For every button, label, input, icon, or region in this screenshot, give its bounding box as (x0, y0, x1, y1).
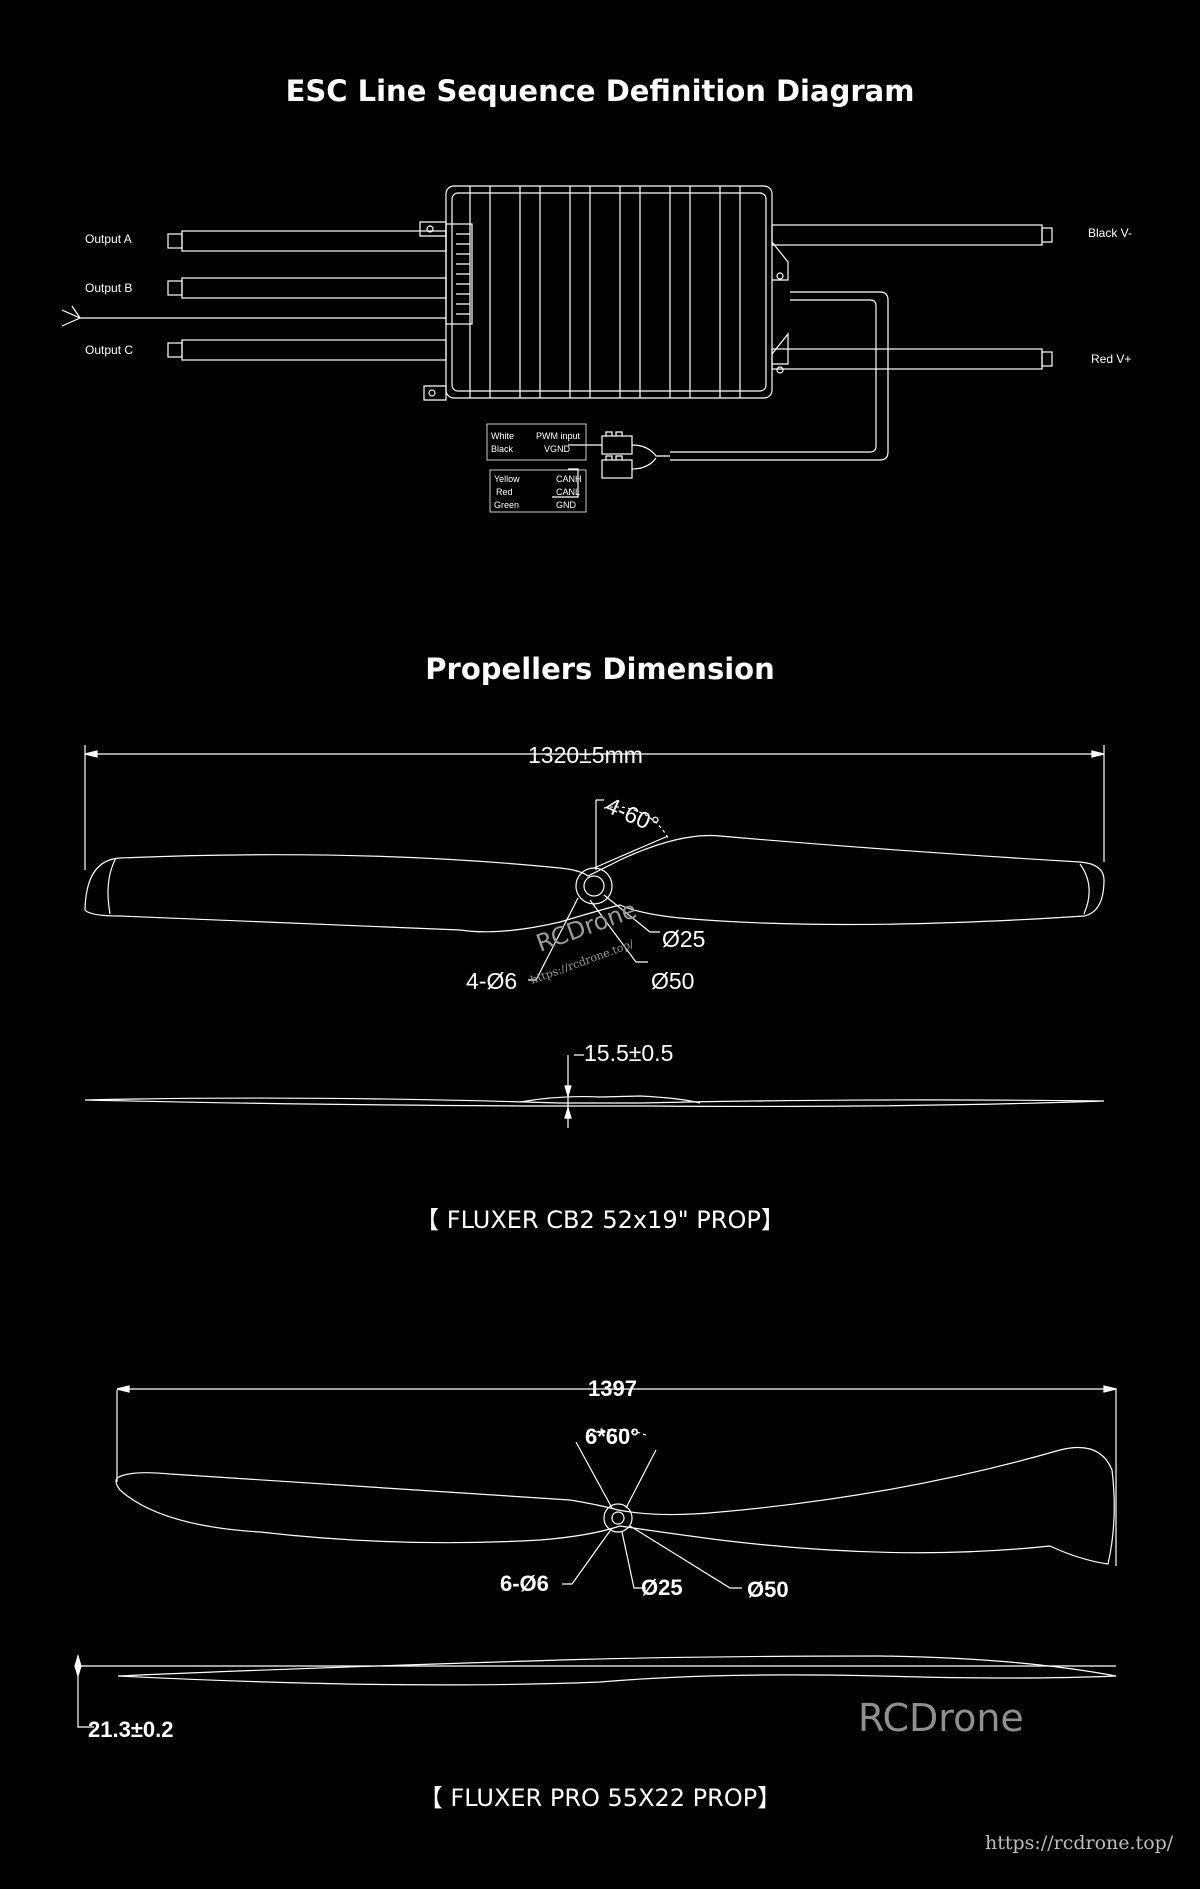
pro-hub-outer (603, 1503, 633, 1533)
pro-hub-outer-label: Ø50 (747, 1577, 789, 1602)
can-wire-signal-1: CANH (556, 474, 582, 484)
output-b-label: Output B (85, 281, 132, 295)
esc-wiring-diagram: Output A Output B Output C Black V- Red … (61, 185, 1132, 513)
output-wires (61, 230, 447, 361)
propellers-title: Propellers Dimension (425, 652, 775, 686)
pwm-wire-color-2: Black (491, 444, 514, 454)
pro-hub-inner (611, 1511, 625, 1525)
pwm-wire-signal-2: VGND (544, 444, 571, 454)
can-wire-signal-3: GND (556, 500, 577, 510)
can-wire-signal-2: CANL (556, 487, 580, 497)
output-c-label: Output C (85, 343, 133, 357)
cb2-length-dimension (84, 745, 1105, 870)
can-wire-color-2: Red (496, 487, 513, 497)
pro-blade-side-outline (117, 1655, 1117, 1686)
can-wire-color-3: Green (494, 500, 519, 510)
rcdrone-brand-watermark: RCDrone (858, 1696, 1024, 1740)
cb2-watermark-brand: RCDrone (532, 896, 640, 958)
cb2-thickness-label: 15.5±0.5 (584, 1040, 673, 1066)
cb2-hub-outer (575, 867, 613, 905)
cb2-hub-outer-label: Ø50 (651, 968, 694, 994)
cb2-thickness-dimension (567, 1054, 584, 1128)
pro-holes-label: 6-Ø6 (500, 1571, 549, 1596)
cb2-blade-side-outline (84, 1097, 1105, 1108)
output-a-label: Output A (85, 232, 132, 246)
pro-blade-top-outline (115, 1446, 1115, 1565)
pwm-wire-signal-1: PWM input (536, 431, 581, 441)
cb2-holes-label: 4-Ø6 (466, 968, 517, 994)
cb2-watermark-url: https://rcdrone.top/ (529, 937, 636, 987)
esc-body (419, 185, 789, 401)
pro-length-dimension (116, 1388, 1117, 1566)
can-wire-color-1: Yellow (494, 474, 520, 484)
pro-angle-label: 6*60° (585, 1424, 639, 1449)
pwm-wire-color-1: White (491, 431, 514, 441)
cb2-angle-label: 4-60° (602, 792, 663, 838)
red-v-plus-label: Red V+ (1091, 352, 1131, 366)
pwm-label-box (486, 423, 587, 461)
cb2-hub-inner-label: Ø25 (662, 926, 705, 952)
power-wires (670, 224, 1053, 461)
cb2-blade-top-outline (84, 834, 1105, 933)
cb2-length-label: 1320±5mm (528, 742, 643, 768)
esc-diagram-title: ESC Line Sequence Definition Diagram (285, 74, 915, 108)
black-v-minus-label: Black V- (1088, 226, 1132, 240)
pro-thickness-label: 21.3±0.2 (88, 1717, 173, 1742)
pro-length-label: 1397 (588, 1376, 637, 1401)
cb2-hub-inner (583, 875, 605, 897)
cb2-caption: 【 FLUXER CB2 52x19" PROP】 (415, 1206, 785, 1234)
pro-caption: 【 FLUXER PRO 55X22 PROP】 (418, 1784, 782, 1812)
pro-hub-inner-label: Ø25 (641, 1575, 683, 1600)
can-label-box (489, 469, 587, 513)
signal-connectors (552, 431, 670, 498)
rcdrone-url: https://rcdrone.top/ (985, 1832, 1174, 1854)
